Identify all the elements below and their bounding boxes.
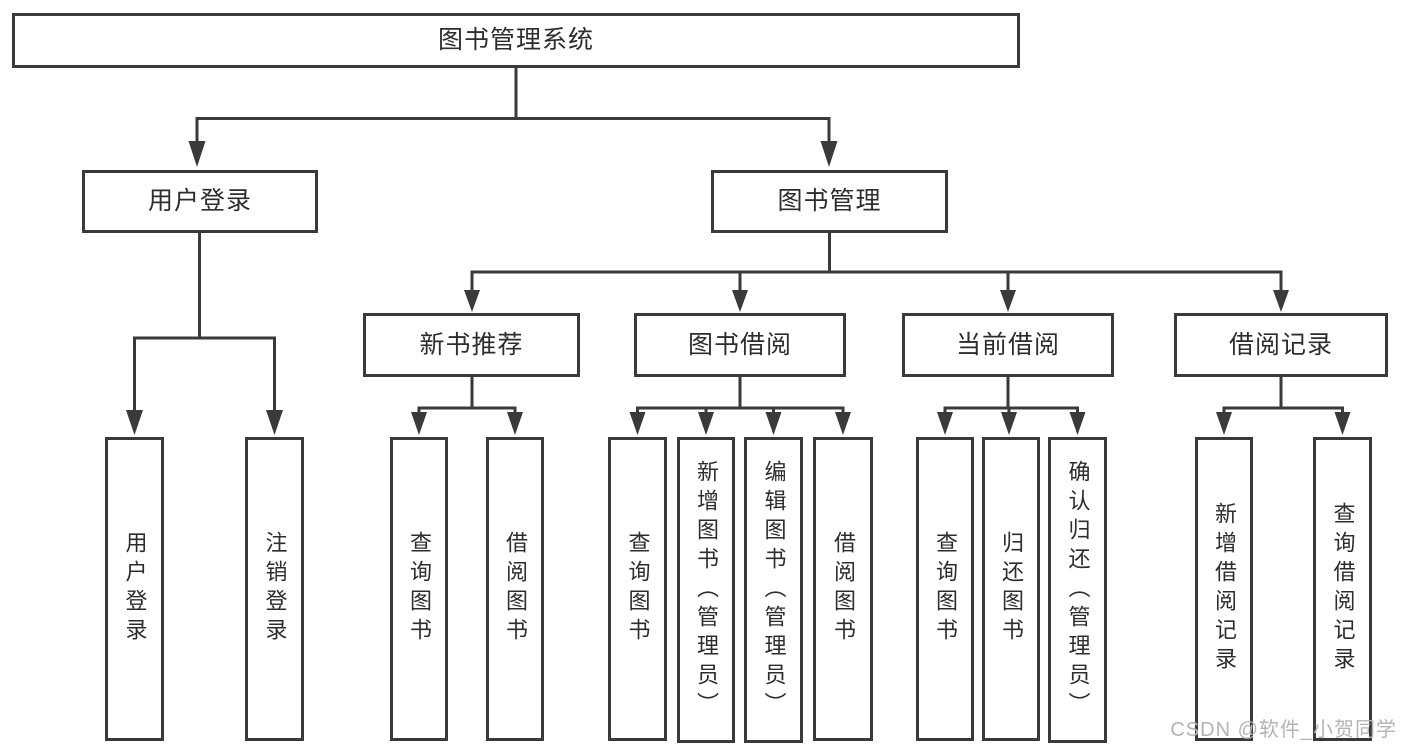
node-book-borrow: 图书借阅 <box>634 313 846 377</box>
leaf-query-books-current: 查询图书 <box>916 437 974 741</box>
node-library-management-system: 图书管理系统 <box>12 13 1020 68</box>
leaf-user-login: 用户登录 <box>105 437 164 741</box>
node-user-login: 用户登录 <box>82 170 318 233</box>
edge-borrow-records-children <box>1222 377 1344 415</box>
leaf-query-borrow-record: 查询借阅记录 <box>1313 437 1372 741</box>
csdn-watermark: CSDN @软件_小贺同学 <box>1170 719 1397 741</box>
edge-current-borrow-children <box>943 377 1079 415</box>
edge-book-management-children <box>470 233 1283 292</box>
leaf-logout: 注销登录 <box>245 437 304 741</box>
leaf-borrow-books: 借阅图书 <box>813 437 873 741</box>
edge-new-book-recommend-children <box>417 377 517 415</box>
node-new-book-recommend: 新书推荐 <box>363 313 580 377</box>
leaf-confirm-return-admin: 确认归还（管理员） <box>1048 437 1107 743</box>
leaf-edit-book-admin: 编辑图书（管理员） <box>744 437 803 743</box>
node-current-borrow: 当前借阅 <box>902 313 1114 377</box>
leaf-borrow-books-recommend: 借阅图书 <box>486 437 544 741</box>
leaf-add-borrow-record: 新增借阅记录 <box>1195 437 1253 741</box>
node-book-management: 图书管理 <box>711 170 948 233</box>
node-borrow-records: 借阅记录 <box>1174 313 1388 377</box>
edge-book-borrow-children <box>636 377 845 415</box>
leaf-return-book: 归还图书 <box>982 437 1040 741</box>
edge-user-login-children <box>133 233 276 413</box>
edge-root-to-level2 <box>195 68 831 143</box>
leaf-query-books-borrow: 查询图书 <box>608 437 667 741</box>
leaf-add-book-admin: 新增图书（管理员） <box>677 437 735 743</box>
leaf-query-books-recommend: 查询图书 <box>390 437 448 741</box>
